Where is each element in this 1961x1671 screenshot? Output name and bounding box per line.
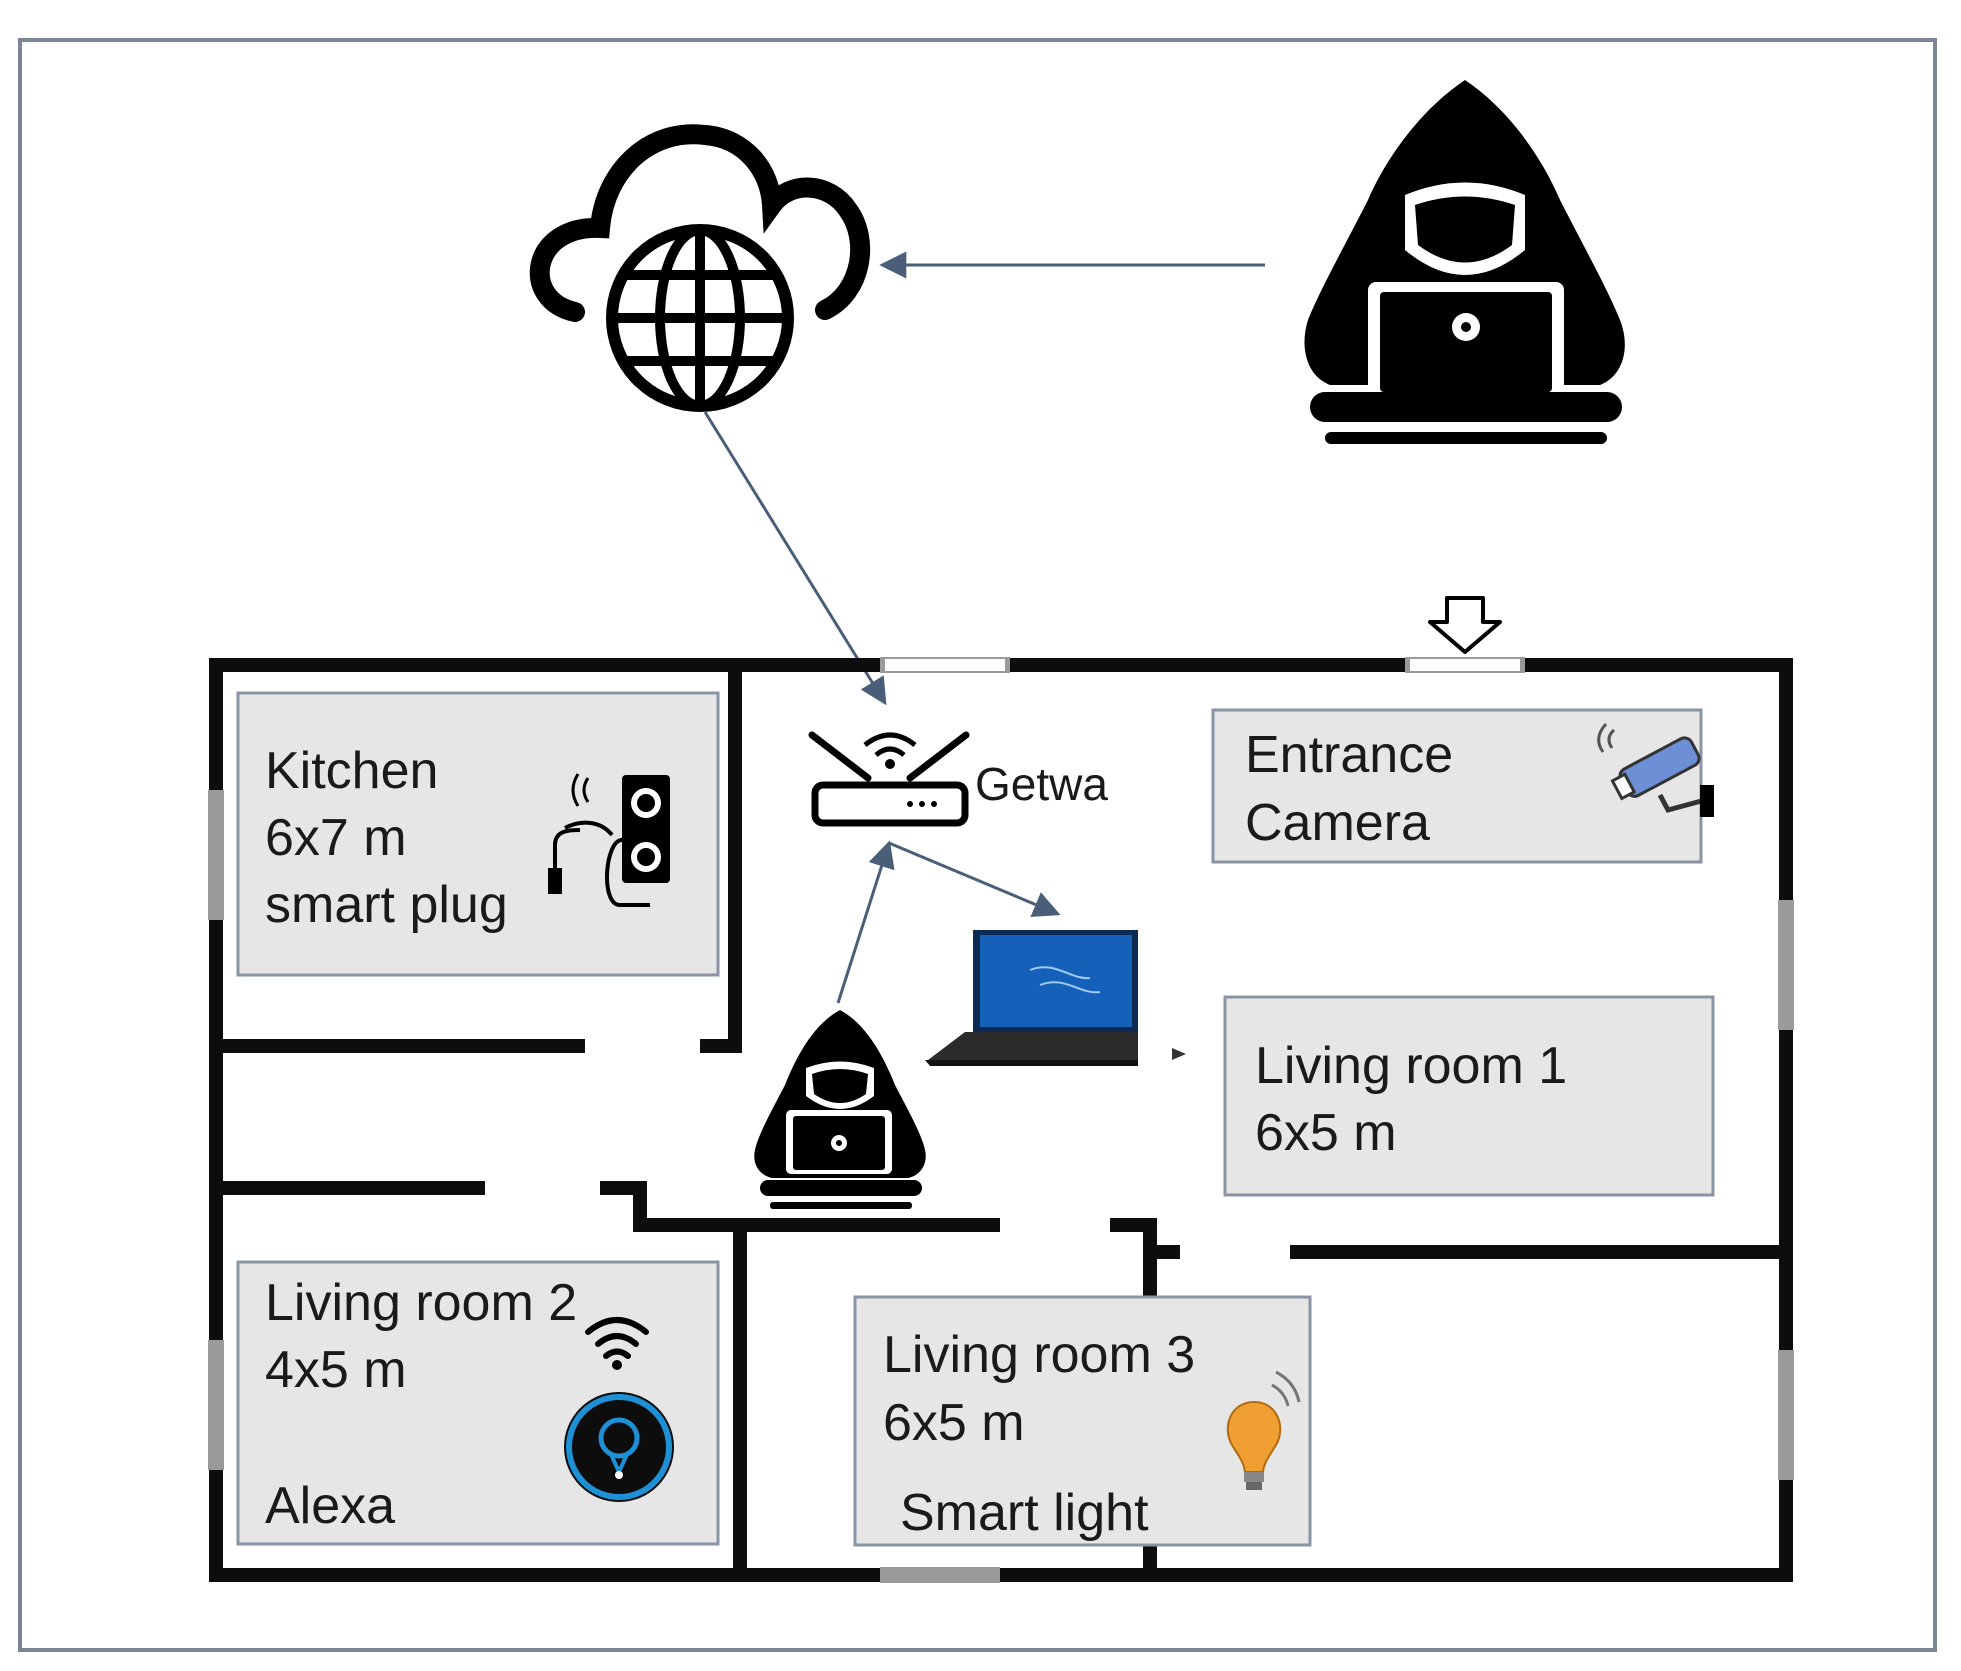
gateway-label: Getwa [975,758,1108,810]
arrow-cloud-to-gateway [703,411,887,706]
room-kitchen: Kitchen 6x7 m smart plug [236,691,720,977]
laptop-icon [925,930,1138,1066]
security-camera-icon [1597,722,1714,817]
room-entrance: Entrance Camera [1211,708,1714,864]
wifi-icon [585,1317,649,1359]
living1-name: Living room 1 [1255,1037,1567,1095]
alexa-speaker-icon [564,1392,674,1502]
hacker-icon [1304,80,1625,444]
entrance-name: Entrance [1245,726,1453,784]
living2-name: Living room 2 [265,1274,577,1332]
kitchen-device: smart plug [265,876,508,934]
living1-size: 6x5 m [1255,1104,1397,1162]
living3-size: 6x5 m [883,1394,1025,1452]
room-living-3: Living room 3 6x5 m Smart light [853,1295,1312,1547]
kitchen-size: 6x7 m [265,809,407,867]
door-openings [208,657,1794,1583]
living3-name: Living room 3 [883,1326,1195,1384]
living2-device: Alexa [265,1477,395,1535]
room-living-1: Living room 1 6x5 m [1223,995,1715,1197]
entrance-arrow-icon [1428,596,1502,654]
living3-device: Smart light [900,1484,1149,1542]
entrance-device: Camera [1245,794,1430,852]
smart-plug-icon [548,773,670,907]
router-icon [808,731,970,827]
kitchen-name: Kitchen [265,742,438,800]
room-living-2: Living room 2 4x5 m Alexa [236,1260,720,1546]
light-bulb-icon [1226,1370,1301,1490]
small-arrow-mark [1172,1048,1186,1060]
wifi-dot [612,1360,622,1370]
living2-size: 4x5 m [265,1341,407,1399]
arrow-gateway-to-laptop [888,841,1061,918]
attack-arrow-local-to-gateway [836,840,895,1004]
cloud-globe-icon [529,124,871,412]
hacker-icon [754,1010,926,1209]
